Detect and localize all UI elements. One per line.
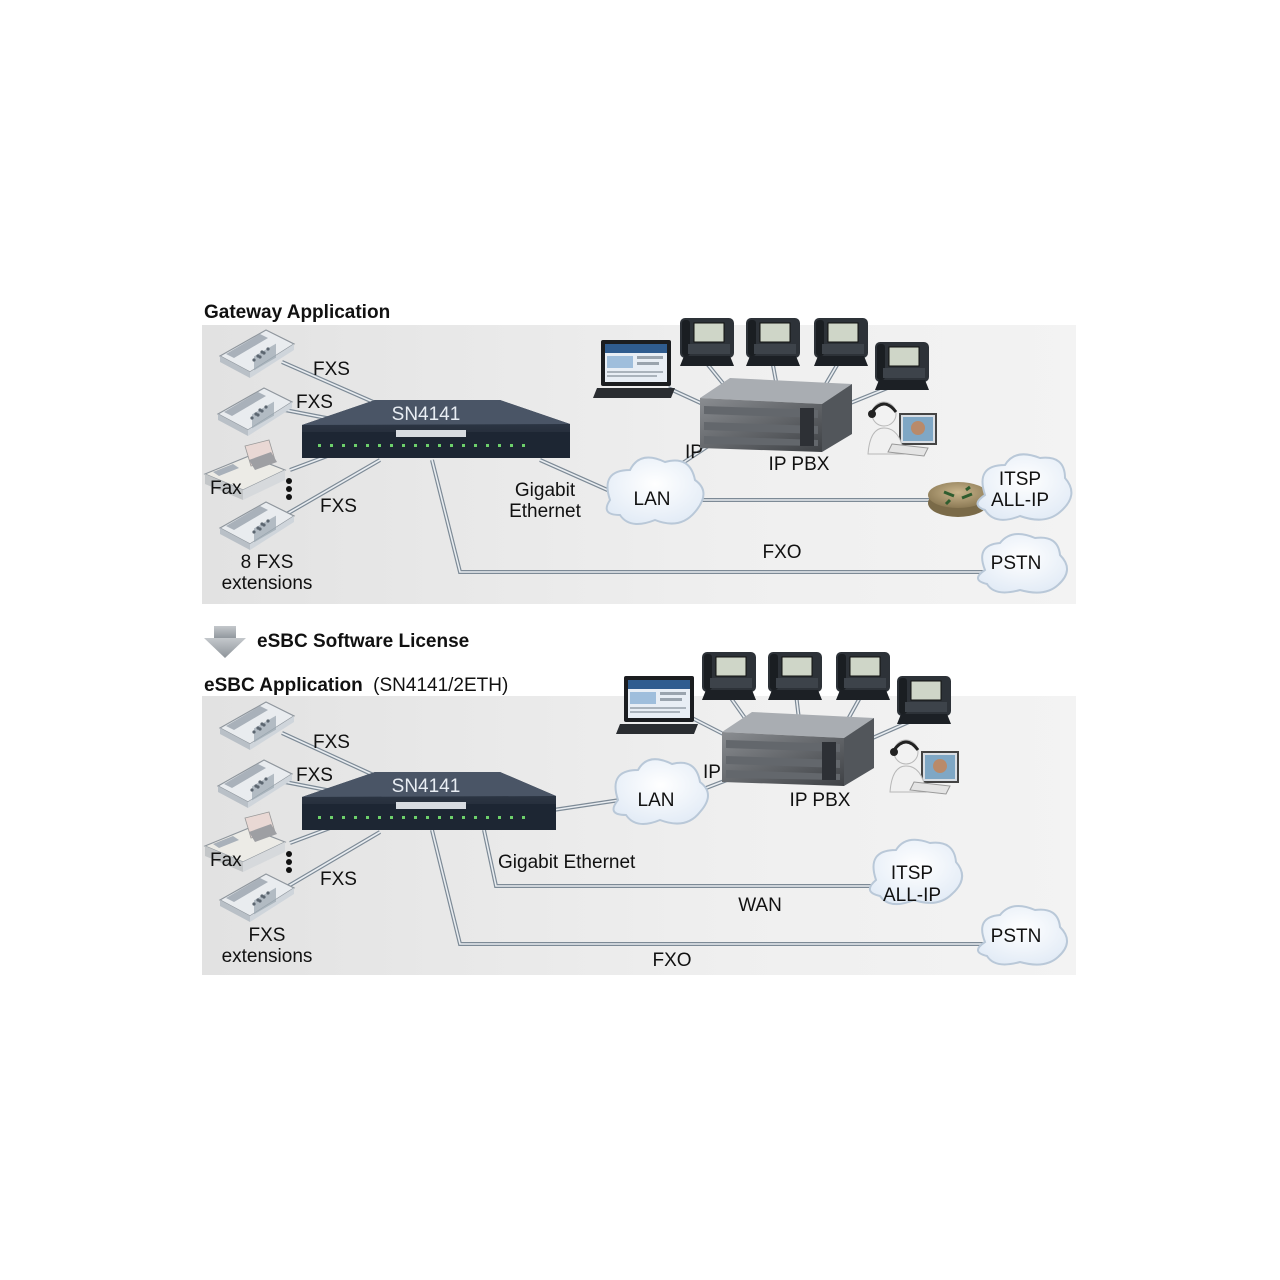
ip-pbx-server-icon [700, 378, 852, 452]
device-name: SN4141 [392, 404, 461, 425]
esbc-panel: eSBC Application (SN4141/2ETH) FXS [202, 652, 1076, 975]
ip-phone-icon [702, 652, 756, 700]
extensions-label: extensions [222, 573, 313, 594]
itsp-label: ITSP [999, 469, 1041, 490]
fxo-label: FXO [762, 542, 801, 563]
lan-label: LAN [638, 790, 675, 811]
ip-phone-icon [768, 652, 822, 700]
fxs-label: FXS [313, 732, 350, 753]
ip-pbx-label: IP PBX [769, 454, 830, 475]
ip-phone-icon [897, 676, 951, 724]
pstn-label: PSTN [991, 553, 1042, 574]
fxo-label: FXO [652, 950, 691, 971]
fxs-label: FXS [296, 765, 333, 786]
laptop-icon [616, 676, 698, 734]
fxs-label: FXS [320, 869, 357, 890]
all-ip-label: ALL-IP [991, 490, 1049, 511]
ip-pbx-server-icon [722, 712, 874, 786]
down-arrow-icon [204, 626, 246, 658]
fxs-label: FXS [320, 496, 357, 517]
ip-phone-icon [836, 652, 890, 700]
ip-phone-icon [746, 318, 800, 366]
itsp-label: ITSP [891, 863, 933, 884]
gigabit-label: Gigabit [515, 480, 576, 501]
gateway-panel: Gateway Application FXS FXS FX [202, 302, 1076, 604]
esbc-heading: eSBC Application (SN4141/2ETH) [204, 675, 508, 696]
esbc-title: eSBC Application [204, 675, 363, 696]
ip-pbx-label: IP PBX [790, 790, 851, 811]
esbc-model: (SN4141/2ETH) [373, 675, 508, 696]
wan-label: WAN [738, 895, 782, 916]
fax-label: Fax [210, 850, 242, 871]
license-step: eSBC Software License [204, 626, 469, 658]
gigabit-ethernet-label: Gigabit Ethernet [498, 852, 636, 873]
ip-phone-icon [680, 318, 734, 366]
more-dots-icon [286, 478, 292, 500]
extensions-count-label: FXS [249, 925, 286, 946]
pstn-label: PSTN [991, 926, 1042, 947]
extensions-count-label: 8 FXS [241, 552, 294, 573]
lan-label: LAN [634, 489, 671, 510]
ip-label: IP [703, 762, 721, 783]
all-ip-label: ALL-IP [883, 885, 941, 906]
device-name: SN4141 [392, 776, 461, 797]
fax-label: Fax [210, 478, 242, 499]
extensions-label: extensions [222, 946, 313, 967]
license-label: eSBC Software License [257, 631, 469, 652]
fxs-label: FXS [296, 392, 333, 413]
fxs-label: FXS [313, 359, 350, 380]
gateway-title: Gateway Application [204, 302, 390, 323]
ip-phone-icon [814, 318, 868, 366]
laptop-icon [593, 340, 675, 398]
more-dots-icon [286, 851, 292, 873]
ip-phone-icon [875, 342, 929, 390]
ethernet-label: Ethernet [509, 501, 582, 522]
